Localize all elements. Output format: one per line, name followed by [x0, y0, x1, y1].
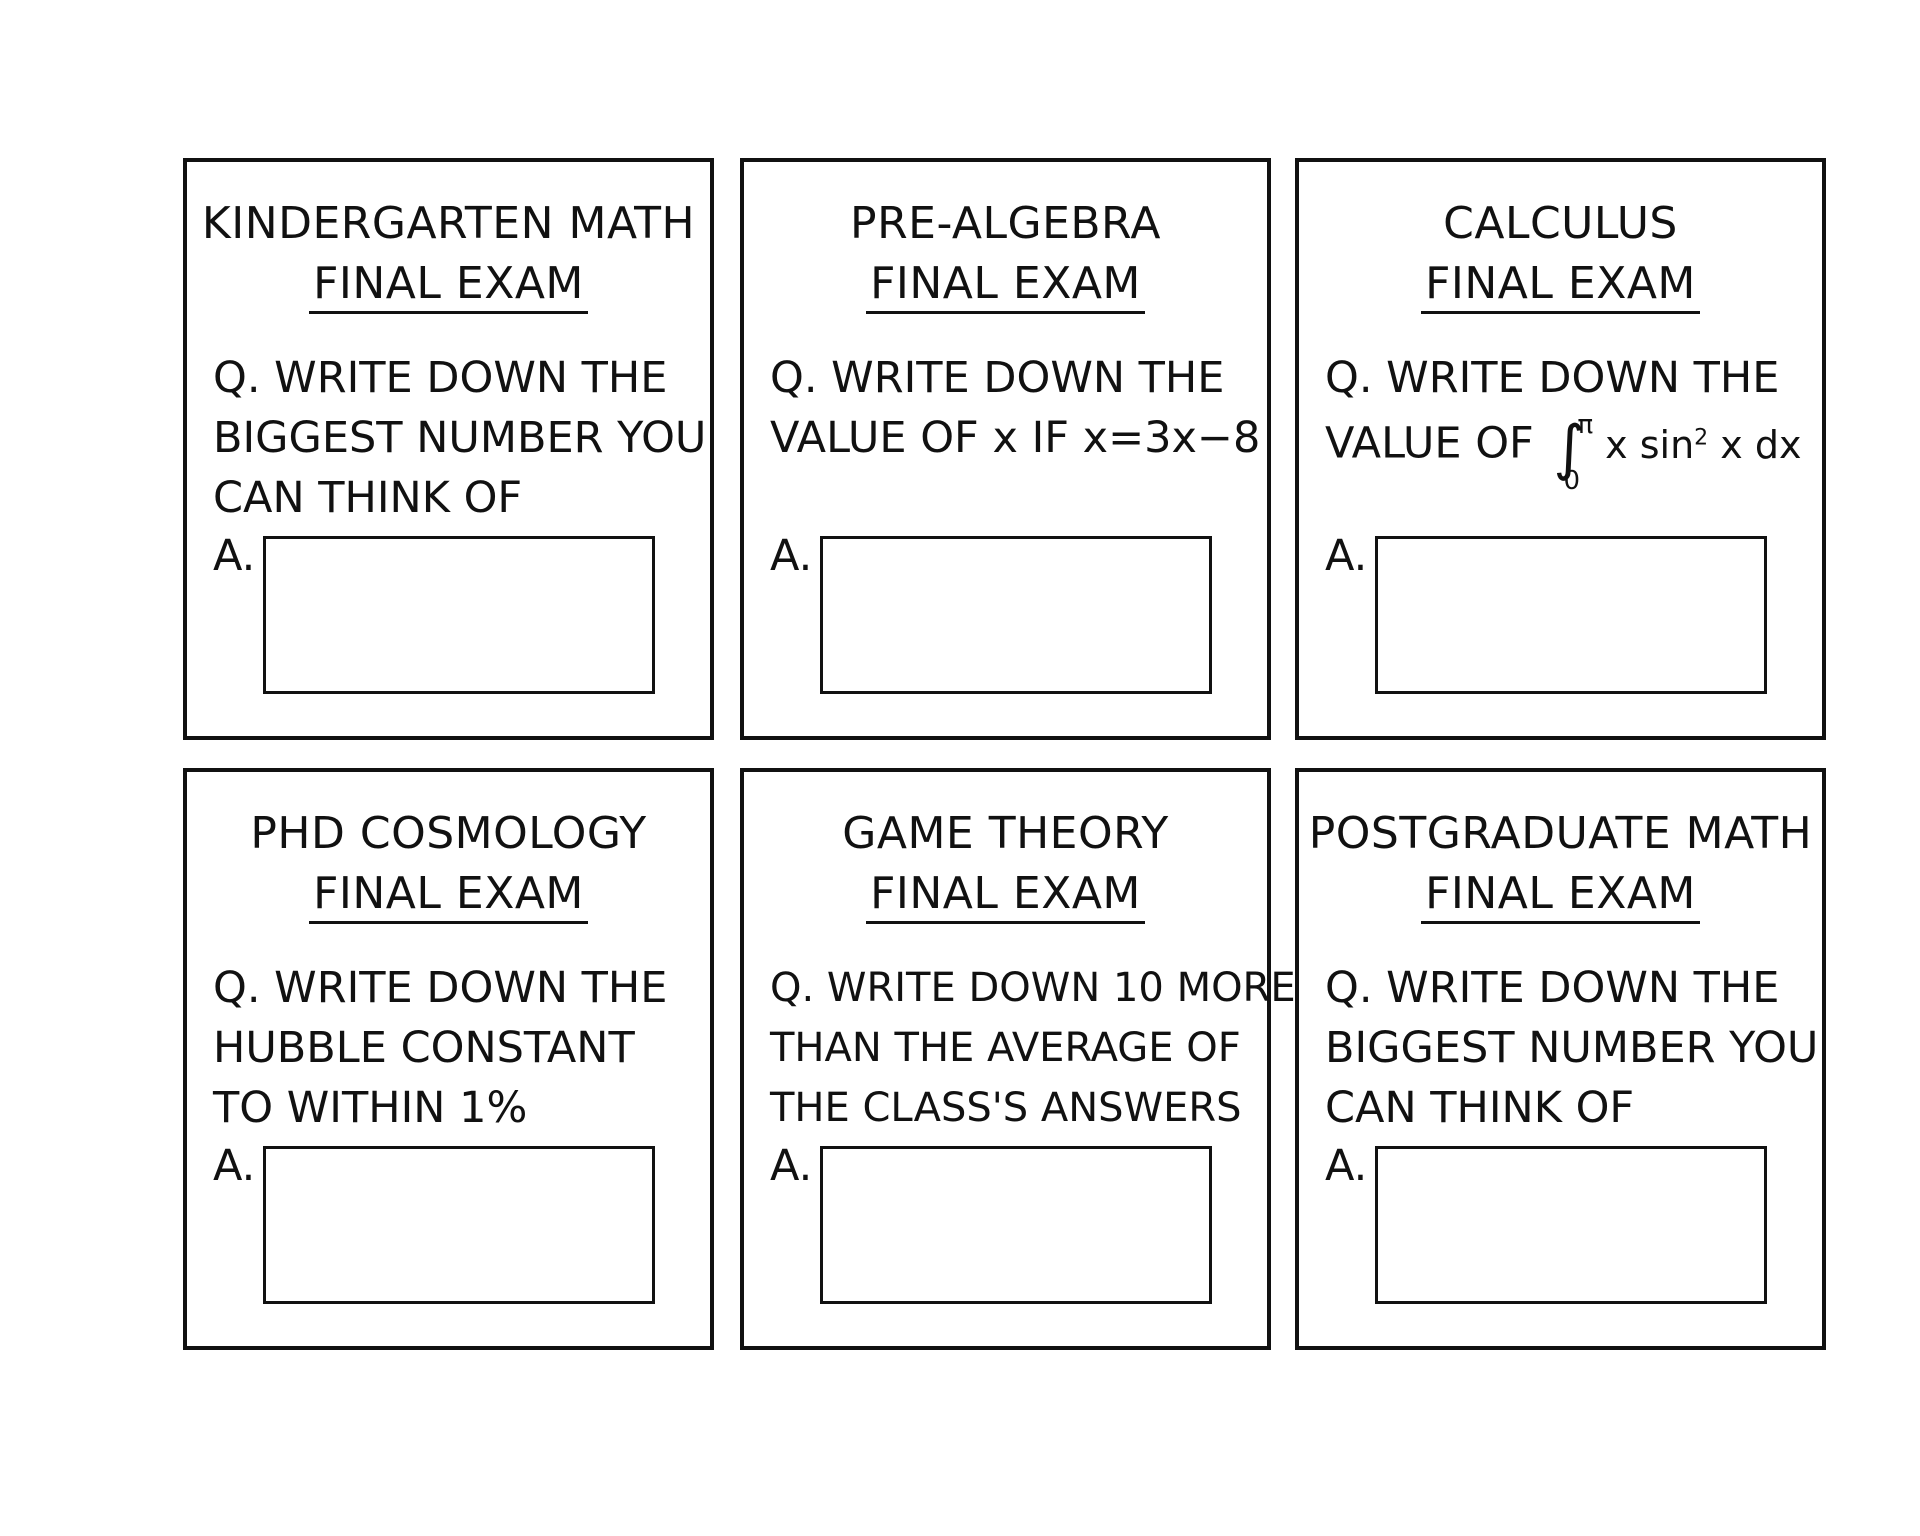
integral-symbol: ∫ π 0 — [1553, 412, 1593, 494]
panel-title: GAME THEORY FINAL EXAM — [744, 804, 1267, 924]
question-line: Q. WRITE DOWN THE — [213, 963, 668, 1013]
integrand-text: x sin — [1605, 422, 1695, 467]
exam-subject: PHD COSMOLOGY — [250, 808, 647, 859]
answer-label: A. — [213, 1141, 256, 1191]
question-line: Q. WRITE DOWN 10 MORE — [770, 965, 1296, 1011]
question-line: Q. WRITE DOWN THE — [1325, 353, 1780, 403]
answer-box[interactable] — [263, 1146, 655, 1304]
exam-subject: CALCULUS — [1443, 198, 1678, 249]
integral-upper-limit: π — [1577, 409, 1594, 440]
exam-subject: PRE-ALGEBRA — [850, 198, 1161, 249]
answer-label: A. — [1325, 1141, 1368, 1191]
answer-label: A. — [770, 531, 813, 581]
question: Q. WRITE DOWN 10 MORE THAN THE AVERAGE O… — [770, 958, 1296, 1138]
exam-heading: FINAL EXAM — [309, 257, 588, 314]
integrand: x sin2 x dx — [1605, 423, 1801, 467]
integral-lower-limit: 0 — [1563, 465, 1581, 496]
question-line: BIGGEST NUMBER YOU — [1325, 1023, 1819, 1073]
panel-game-theory: GAME THEORY FINAL EXAM Q. WRITE DOWN 10 … — [740, 768, 1296, 1350]
panel-title: CALCULUS FINAL EXAM — [1299, 194, 1822, 314]
panel-phd-cosmology: PHD COSMOLOGY FINAL EXAM Q. WRITE DOWN T… — [183, 768, 714, 1350]
answer-box[interactable] — [820, 1146, 1212, 1304]
panel-calculus: CALCULUS FINAL EXAM Q. WRITE DOWN THE VA… — [1295, 158, 1826, 740]
exam-heading: FINAL EXAM — [866, 867, 1145, 924]
exam-subject: KINDERGARTEN MATH — [201, 198, 696, 249]
question-line: TO WITHIN 1% — [213, 1083, 528, 1133]
answer-label: A. — [1325, 531, 1368, 581]
answer-box[interactable] — [820, 536, 1212, 694]
panel-pre-algebra: PRE-ALGEBRA FINAL EXAM Q. WRITE DOWN THE… — [740, 158, 1271, 740]
panel-title: PRE-ALGEBRA FINAL EXAM — [744, 194, 1267, 314]
question: Q. WRITE DOWN THE HUBBLE CONSTANT TO WIT… — [213, 958, 702, 1138]
answer-box[interactable] — [1375, 1146, 1767, 1304]
exam-subject: POSTGRADUATE MATH — [1308, 808, 1813, 859]
question-line: HUBBLE CONSTANT — [213, 1023, 635, 1073]
panel-title: POSTGRADUATE MATH FINAL EXAM — [1299, 804, 1822, 924]
question-line: THE CLASS'S ANSWERS — [770, 1085, 1242, 1131]
exam-subject: GAME THEORY — [842, 808, 1169, 859]
question: Q. WRITE DOWN THE VALUE OF ∫ π 0 x sin2 … — [1325, 348, 1814, 494]
question-text: VALUE OF — [1325, 418, 1534, 469]
question-line: Q. WRITE DOWN THE — [213, 353, 668, 403]
panel-kindergarten-math: KINDERGARTEN MATH FINAL EXAM Q. WRITE DO… — [183, 158, 714, 740]
question-line: CAN THINK OF — [1325, 1083, 1635, 1133]
exam-heading: FINAL EXAM — [1421, 257, 1700, 314]
panel-title: KINDERGARTEN MATH FINAL EXAM — [187, 194, 710, 314]
question: Q. WRITE DOWN THE BIGGEST NUMBER YOU CAN… — [1325, 958, 1819, 1138]
question: Q. WRITE DOWN THE VALUE OF x IF x=3x−8 — [770, 348, 1261, 468]
question-line-with-integral: VALUE OF ∫ π 0 x sin2 x dx — [1325, 408, 1814, 494]
integrand-power: 2 — [1694, 425, 1709, 450]
answer-label: A. — [213, 531, 256, 581]
question-line: CAN THINK OF — [213, 473, 523, 523]
question-line: Q. WRITE DOWN THE — [1325, 963, 1780, 1013]
answer-box[interactable] — [263, 536, 655, 694]
integral-sign: ∫ — [1553, 412, 1585, 483]
question-line: THAN THE AVERAGE OF — [770, 1025, 1241, 1071]
question-line: VALUE OF x IF x=3x−8 — [770, 413, 1261, 463]
answer-label: A. — [770, 1141, 813, 1191]
exam-heading: FINAL EXAM — [1421, 867, 1700, 924]
exam-heading: FINAL EXAM — [866, 257, 1145, 314]
panel-postgraduate-math: POSTGRADUATE MATH FINAL EXAM Q. WRITE DO… — [1295, 768, 1826, 1350]
integrand-tail: x dx — [1720, 422, 1802, 467]
question: Q. WRITE DOWN THE BIGGEST NUMBER YOU CAN… — [213, 348, 707, 528]
exam-heading: FINAL EXAM — [309, 867, 588, 924]
question-line: BIGGEST NUMBER YOU — [213, 413, 707, 463]
answer-box[interactable] — [1375, 536, 1767, 694]
question-line: Q. WRITE DOWN THE — [770, 353, 1225, 403]
panel-title: PHD COSMOLOGY FINAL EXAM — [187, 804, 710, 924]
